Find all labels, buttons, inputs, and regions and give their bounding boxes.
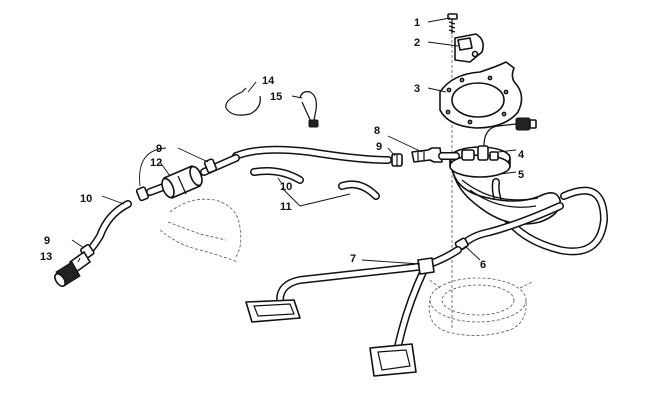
tank-outline-background	[428, 20, 533, 336]
spring-clip-part-15	[299, 91, 319, 128]
callout-7: 7	[350, 253, 356, 265]
short-hose-pieces-part-11	[250, 167, 380, 200]
callout-9-fitting: 9	[376, 141, 382, 153]
retaining-plate-part-3	[439, 61, 523, 129]
fuel-fitting-part-8	[411, 147, 460, 163]
callout-14: 14	[262, 75, 275, 87]
callout-12: 12	[150, 157, 162, 169]
fuel-hose-to-engine-part-10	[84, 200, 132, 256]
callout-labels: 1 2 3 4 5 6 7 8 9 9 9 10 10 11 12 13 14 …	[40, 17, 525, 271]
callout-10-short-hose: 10	[280, 181, 292, 193]
leader-lines	[71, 17, 517, 265]
callout-15: 15	[270, 91, 282, 103]
callout-9-filter: 9	[156, 143, 162, 155]
callout-8: 8	[374, 125, 380, 137]
vent-hoses-part-7	[245, 257, 435, 377]
callout-1: 1	[414, 17, 420, 29]
fuel-pump-assembly	[449, 117, 608, 256]
hose-clamp-near-fitting-part-9	[391, 153, 403, 167]
hose-clip-part-14	[225, 87, 261, 116]
callout-6: 6	[480, 259, 486, 271]
hose-clamp-filter-outlet-part-9	[203, 158, 218, 174]
screw-part-1	[447, 13, 458, 34]
callout-9-engine: 9	[44, 235, 50, 247]
callout-4: 4	[518, 149, 525, 161]
quick-connector-part-13	[54, 251, 91, 287]
frame-outline-background	[159, 198, 242, 263]
fuel-hose-long-part-10	[232, 145, 392, 164]
callout-3: 3	[414, 83, 420, 95]
callout-13: 13	[40, 251, 52, 263]
callout-5: 5	[518, 169, 524, 181]
hose-clamp-filter-inlet-part-9	[135, 186, 150, 202]
callout-11: 11	[280, 201, 292, 213]
callout-10-left: 10	[80, 193, 92, 205]
bracket-part-2	[454, 33, 484, 63]
callout-2: 2	[414, 37, 420, 49]
fuel-filter-part-12	[146, 154, 240, 199]
